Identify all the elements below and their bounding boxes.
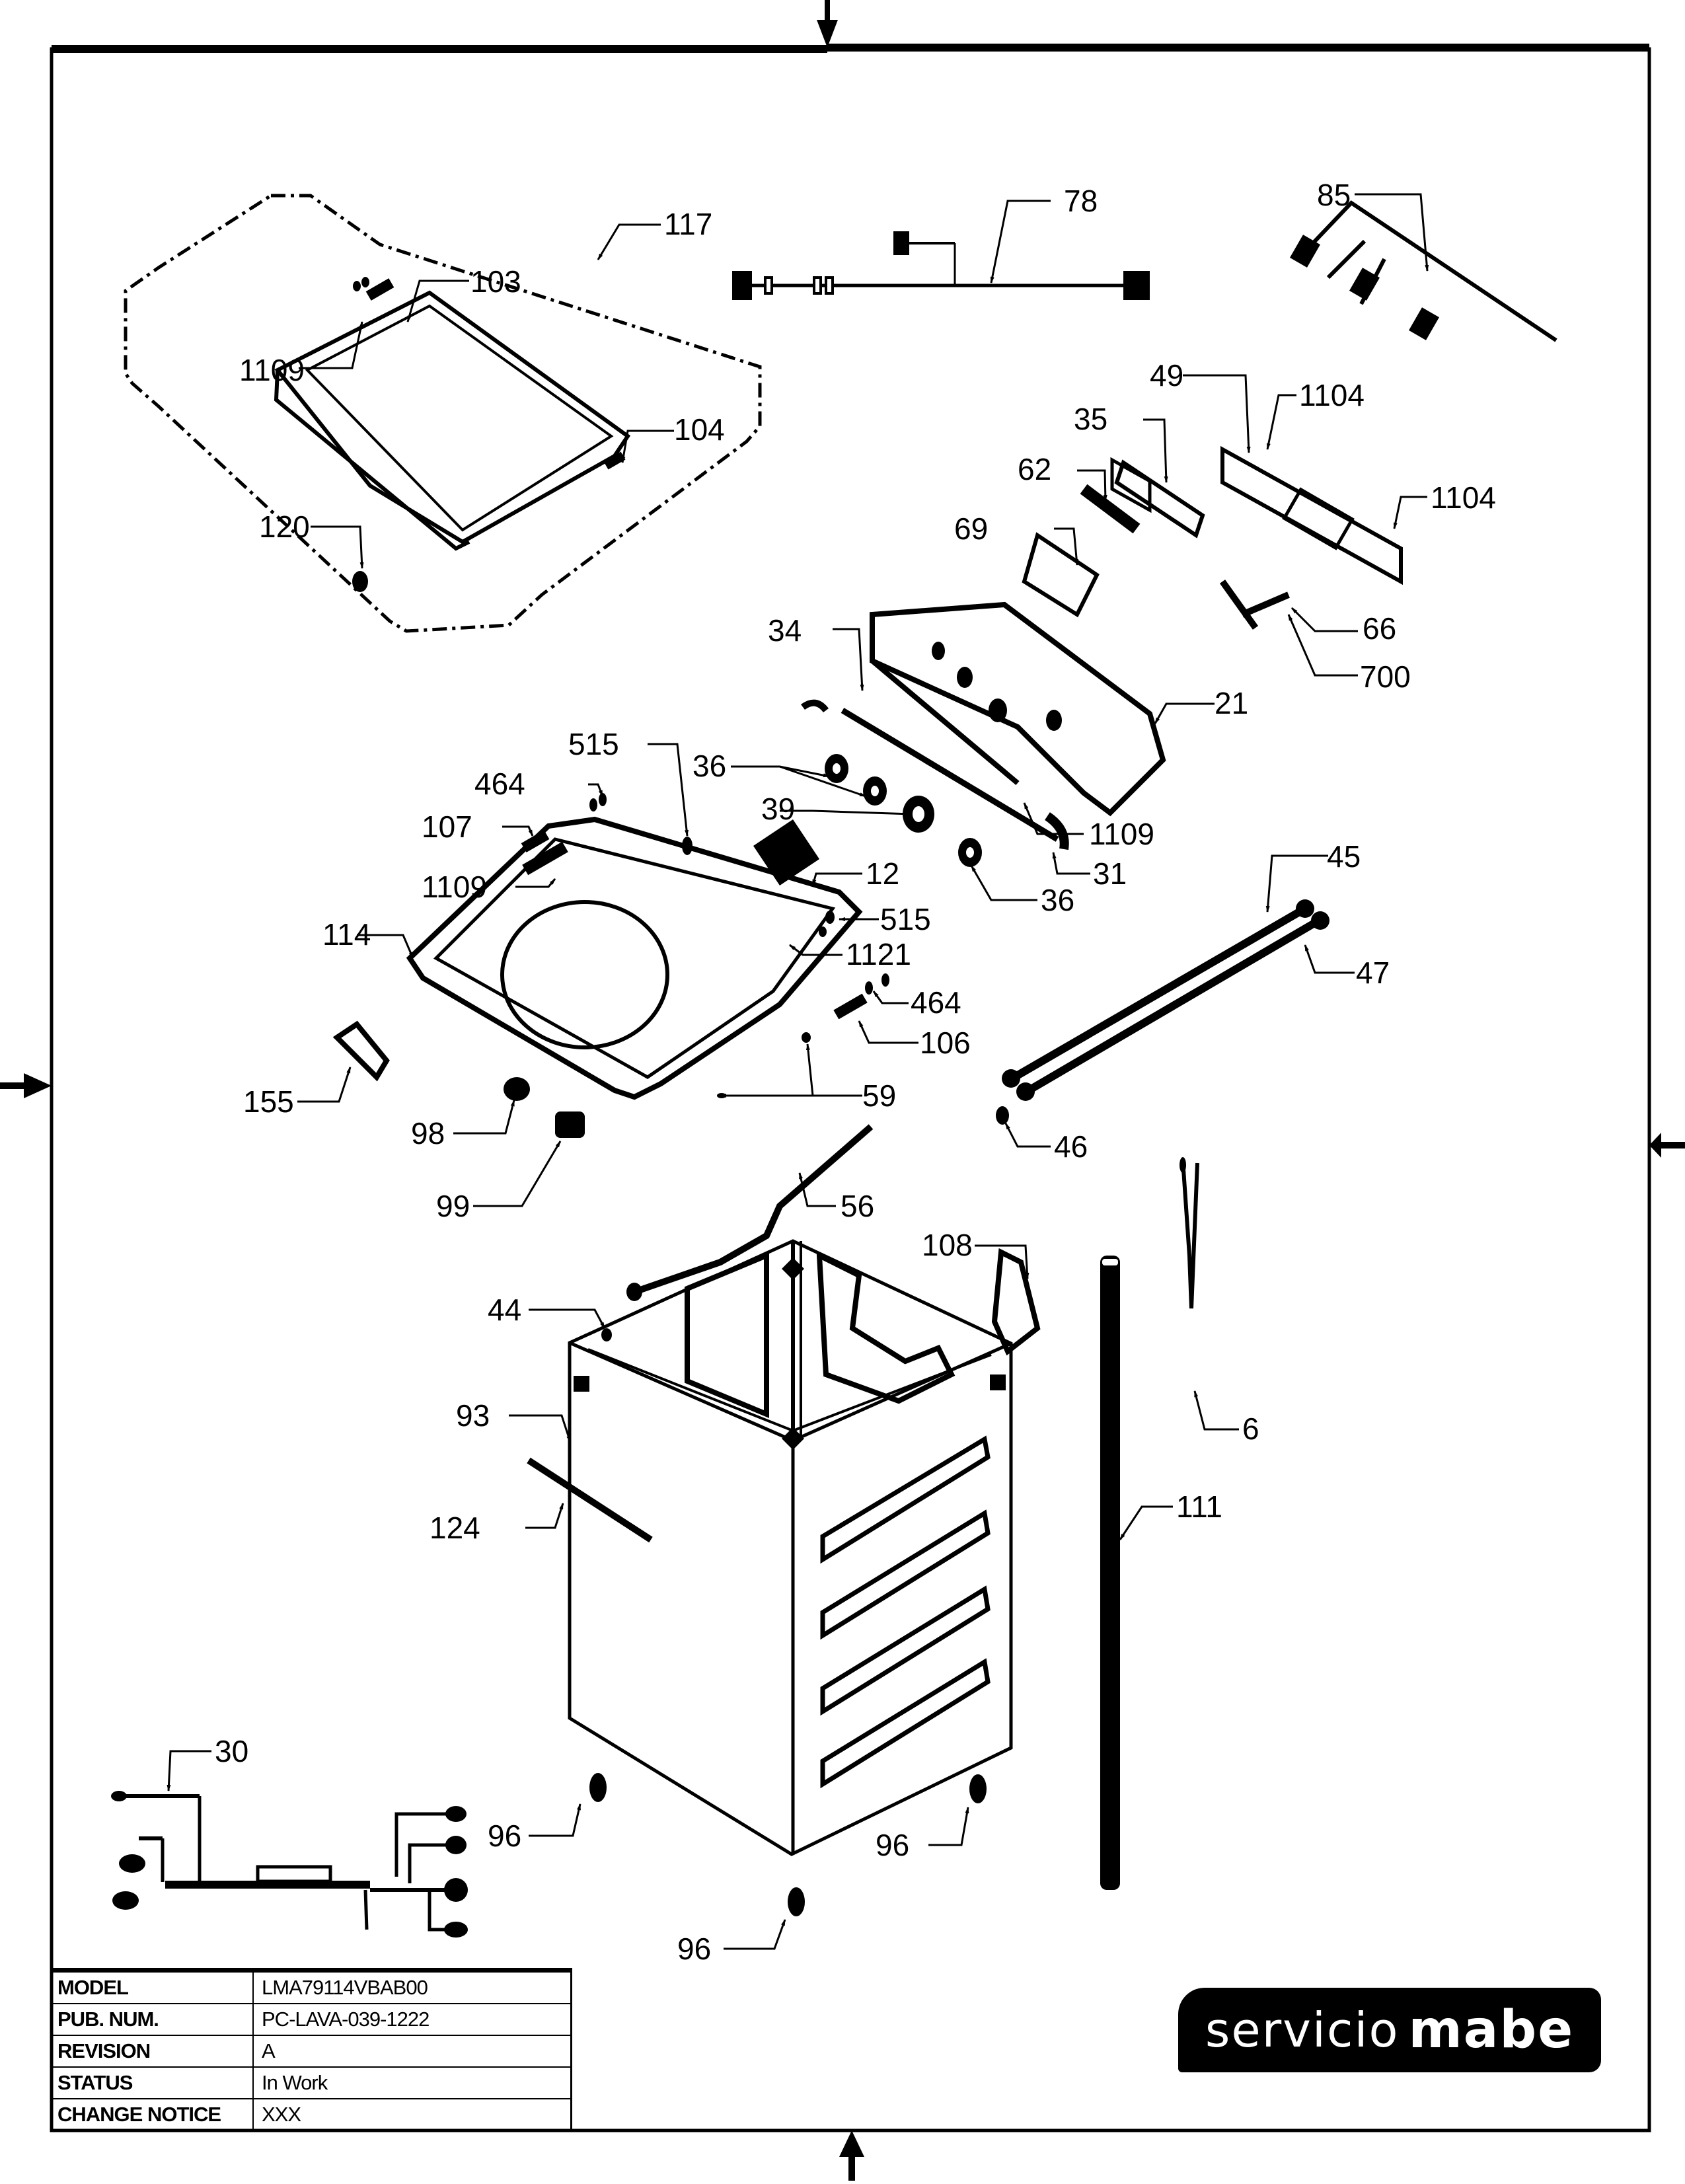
callout-1109: 1109 [239, 353, 305, 387]
revision-value: A [262, 2039, 276, 2062]
callout-464: 464 [911, 985, 961, 1020]
callout-93: 93 [456, 1398, 490, 1433]
model-value: LMA79114VBAB00 [262, 1976, 428, 1999]
callout-515: 515 [880, 902, 931, 936]
callout-700: 700 [1360, 659, 1411, 694]
callout-99: 99 [436, 1189, 470, 1223]
callout-120: 120 [259, 509, 310, 544]
callout-44: 44 [488, 1293, 521, 1327]
callout-96: 96 [677, 1932, 711, 1966]
callout-96: 96 [876, 1828, 909, 1862]
callout-464: 464 [474, 767, 525, 801]
knobs [753, 754, 982, 885]
callout-49: 49 [1150, 358, 1183, 393]
leveling-feet [589, 1773, 987, 1916]
model-label: MODEL [52, 1973, 254, 2003]
small-parts [332, 793, 889, 1138]
center-mark-bottom-arrow [839, 2130, 864, 2181]
callout-108: 108 [922, 1228, 973, 1262]
title-block-row-pub-num: PUB. NUM. PC-LAVA-039-1222 [52, 2004, 570, 2036]
callout-35: 35 [1074, 402, 1107, 436]
main-wire-harness [111, 1791, 468, 1938]
logo-word-mabe: mabe [1408, 2000, 1575, 2060]
callout-39: 39 [761, 792, 795, 826]
title-block-row-change-notice: CHANGE NOTICE XXX [52, 2099, 570, 2130]
title-block: MODEL LMA79114VBAB00 PUB. NUM. PC-LAVA-0… [50, 1968, 572, 2132]
change-notice-label: CHANGE NOTICE [52, 2099, 254, 2130]
callout-1104: 1104 [1299, 378, 1365, 412]
logo-word-servicio: servicio [1205, 2002, 1400, 2058]
callout-107: 107 [422, 810, 472, 844]
callout-30: 30 [215, 1734, 248, 1768]
callout-111: 111 [1176, 1489, 1222, 1524]
callout-66: 66 [1363, 611, 1396, 646]
callout-155: 155 [243, 1084, 294, 1119]
callout-103: 103 [470, 264, 521, 299]
valve-harness [1290, 200, 1557, 342]
power-cord-harness [732, 231, 1150, 300]
leader-lines [167, 193, 1429, 1950]
callout-1121: 1121 [846, 937, 911, 971]
callout-124: 124 [430, 1511, 480, 1545]
servicio-mabe-logo: servicio mabe [1178, 1988, 1601, 2072]
callout-6: 6 [1242, 1412, 1259, 1446]
callout-1104: 1104 [1431, 480, 1496, 515]
lid-assembly [124, 194, 762, 633]
callout-515: 515 [568, 727, 619, 761]
callout-117: 117 [664, 207, 712, 241]
lower-parts [626, 1124, 1199, 1356]
callout-36: 36 [1041, 883, 1074, 917]
callout-56: 56 [841, 1189, 874, 1223]
cabinet [527, 1239, 1013, 1856]
callout-59: 59 [862, 1078, 896, 1113]
pub-num-value: PC-LAVA-039-1222 [262, 2008, 430, 2031]
callout-98: 98 [411, 1116, 445, 1150]
callout-21: 21 [1215, 686, 1248, 720]
top-cover [406, 816, 863, 1100]
callout-104: 104 [674, 412, 725, 447]
callout-78: 78 [1064, 184, 1098, 218]
title-block-row-revision: REVISION A [52, 2036, 570, 2068]
center-mark-left-arrow [0, 1073, 52, 1098]
change-notice-value: XXX [262, 2103, 301, 2126]
status-value: In Work [262, 2071, 328, 2094]
revision-label: REVISION [52, 2036, 254, 2066]
control-panel-parts [801, 445, 1403, 850]
title-block-row-model: MODEL LMA79114VBAB00 [52, 1973, 570, 2004]
pub-num-label: PUB. NUM. [52, 2004, 254, 2035]
callout-96: 96 [488, 1819, 521, 1853]
callout-45: 45 [1327, 839, 1361, 874]
callout-47: 47 [1356, 956, 1390, 990]
status-label: STATUS [52, 2068, 254, 2098]
callout-62: 62 [1018, 452, 1051, 486]
center-mark-right-arrow [1649, 1133, 1685, 1158]
callout-34: 34 [768, 613, 802, 648]
callout-labels: 117 103 1109 104 120 78 85 49 1104 35 62… [215, 178, 1496, 1966]
drain-hose [1100, 1256, 1120, 1890]
callout-114: 114 [322, 917, 371, 952]
callout-85: 85 [1317, 178, 1351, 212]
hoses [996, 899, 1329, 1125]
callout-12: 12 [866, 856, 899, 891]
callout-106: 106 [920, 1026, 971, 1060]
center-mark-top-arrow [817, 0, 838, 48]
callout-1109: 1109 [1089, 817, 1154, 851]
callout-69: 69 [954, 511, 988, 546]
callout-1109: 1109 [422, 870, 487, 904]
callout-46: 46 [1054, 1129, 1088, 1164]
callout-36: 36 [693, 749, 726, 783]
title-block-row-status: STATUS In Work [52, 2068, 570, 2099]
callout-31: 31 [1093, 856, 1127, 891]
